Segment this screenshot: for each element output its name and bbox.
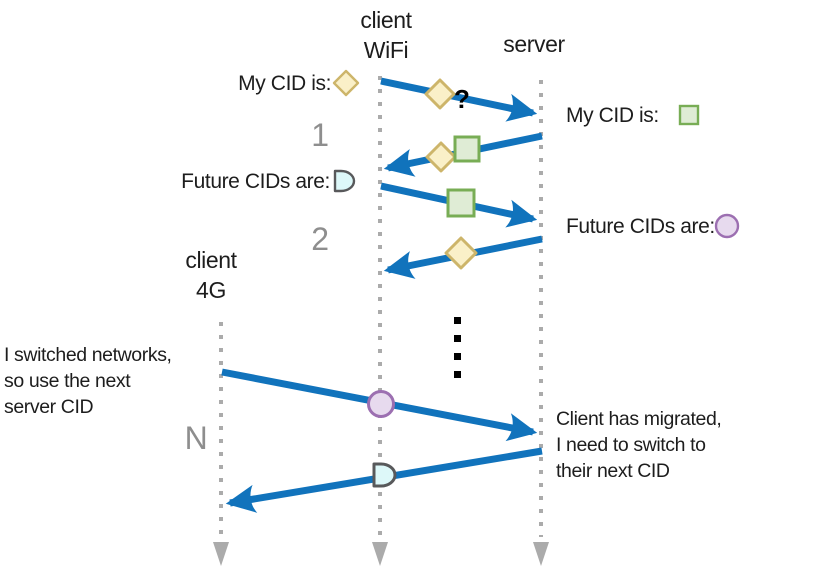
lifeline-end-arrow-client-4g-icon [213,542,229,566]
ellipsis-dot [454,317,461,324]
lifeline-label-client-4g-line1: client [185,247,237,273]
lifeline-label-client-4g-line2: 4G [196,277,226,303]
client-note-line-3: server CID [4,396,93,418]
lifeline-end-arrow-client-wifi-icon [372,542,388,566]
lifeline-label-server: server [503,31,565,57]
server-note-line-1: Client has migrated, [556,408,721,430]
step-n-label: N [185,420,208,456]
client-cid-diamond-icon [424,78,456,110]
server-note-line-3: their next CID [556,460,670,482]
label-client-future-cids: Future CIDs are: [181,170,330,193]
client-cid-diamond-icon [332,69,360,97]
client-cid-diamond-icon [444,236,478,270]
client-future-cid-halfdisc-icon [372,462,397,488]
label-client-my-cid: My CID is: [238,72,331,95]
label-server-future-cids: Future CIDs are: [566,215,715,238]
ellipsis-dot [454,371,461,378]
ellipsis-dot [454,353,461,360]
message-arrow-1-clientwifi-to-server [380,77,538,122]
server-note-line-2: I need to switch to [556,434,706,456]
client-note-line-2: so use the next [4,370,131,392]
server-future-cid-circle-icon [714,213,740,239]
step-1-label: 1 [311,117,328,153]
lifeline-end-arrow-server-icon [533,542,549,566]
ellipsis-dot [454,335,461,342]
question-mark: ? [454,84,470,114]
client-future-cid-halfdisc-icon [333,169,356,193]
lifeline-label-client-wifi-line2: WiFi [364,37,408,63]
lifeline-label-client-wifi-line1: client [360,7,412,33]
client-note-line-1: I switched networks, [4,344,172,366]
server-future-cid-circle-icon [367,390,395,418]
label-server-my-cid: My CID is: [566,104,659,127]
server-cid-square-icon [678,104,700,126]
client-cid-diamond-icon [425,141,457,173]
server-cid-square-icon [446,188,476,218]
step-2-label: 2 [311,221,328,257]
server-cid-square-icon [453,135,481,163]
continuation-ellipsis [454,317,461,378]
